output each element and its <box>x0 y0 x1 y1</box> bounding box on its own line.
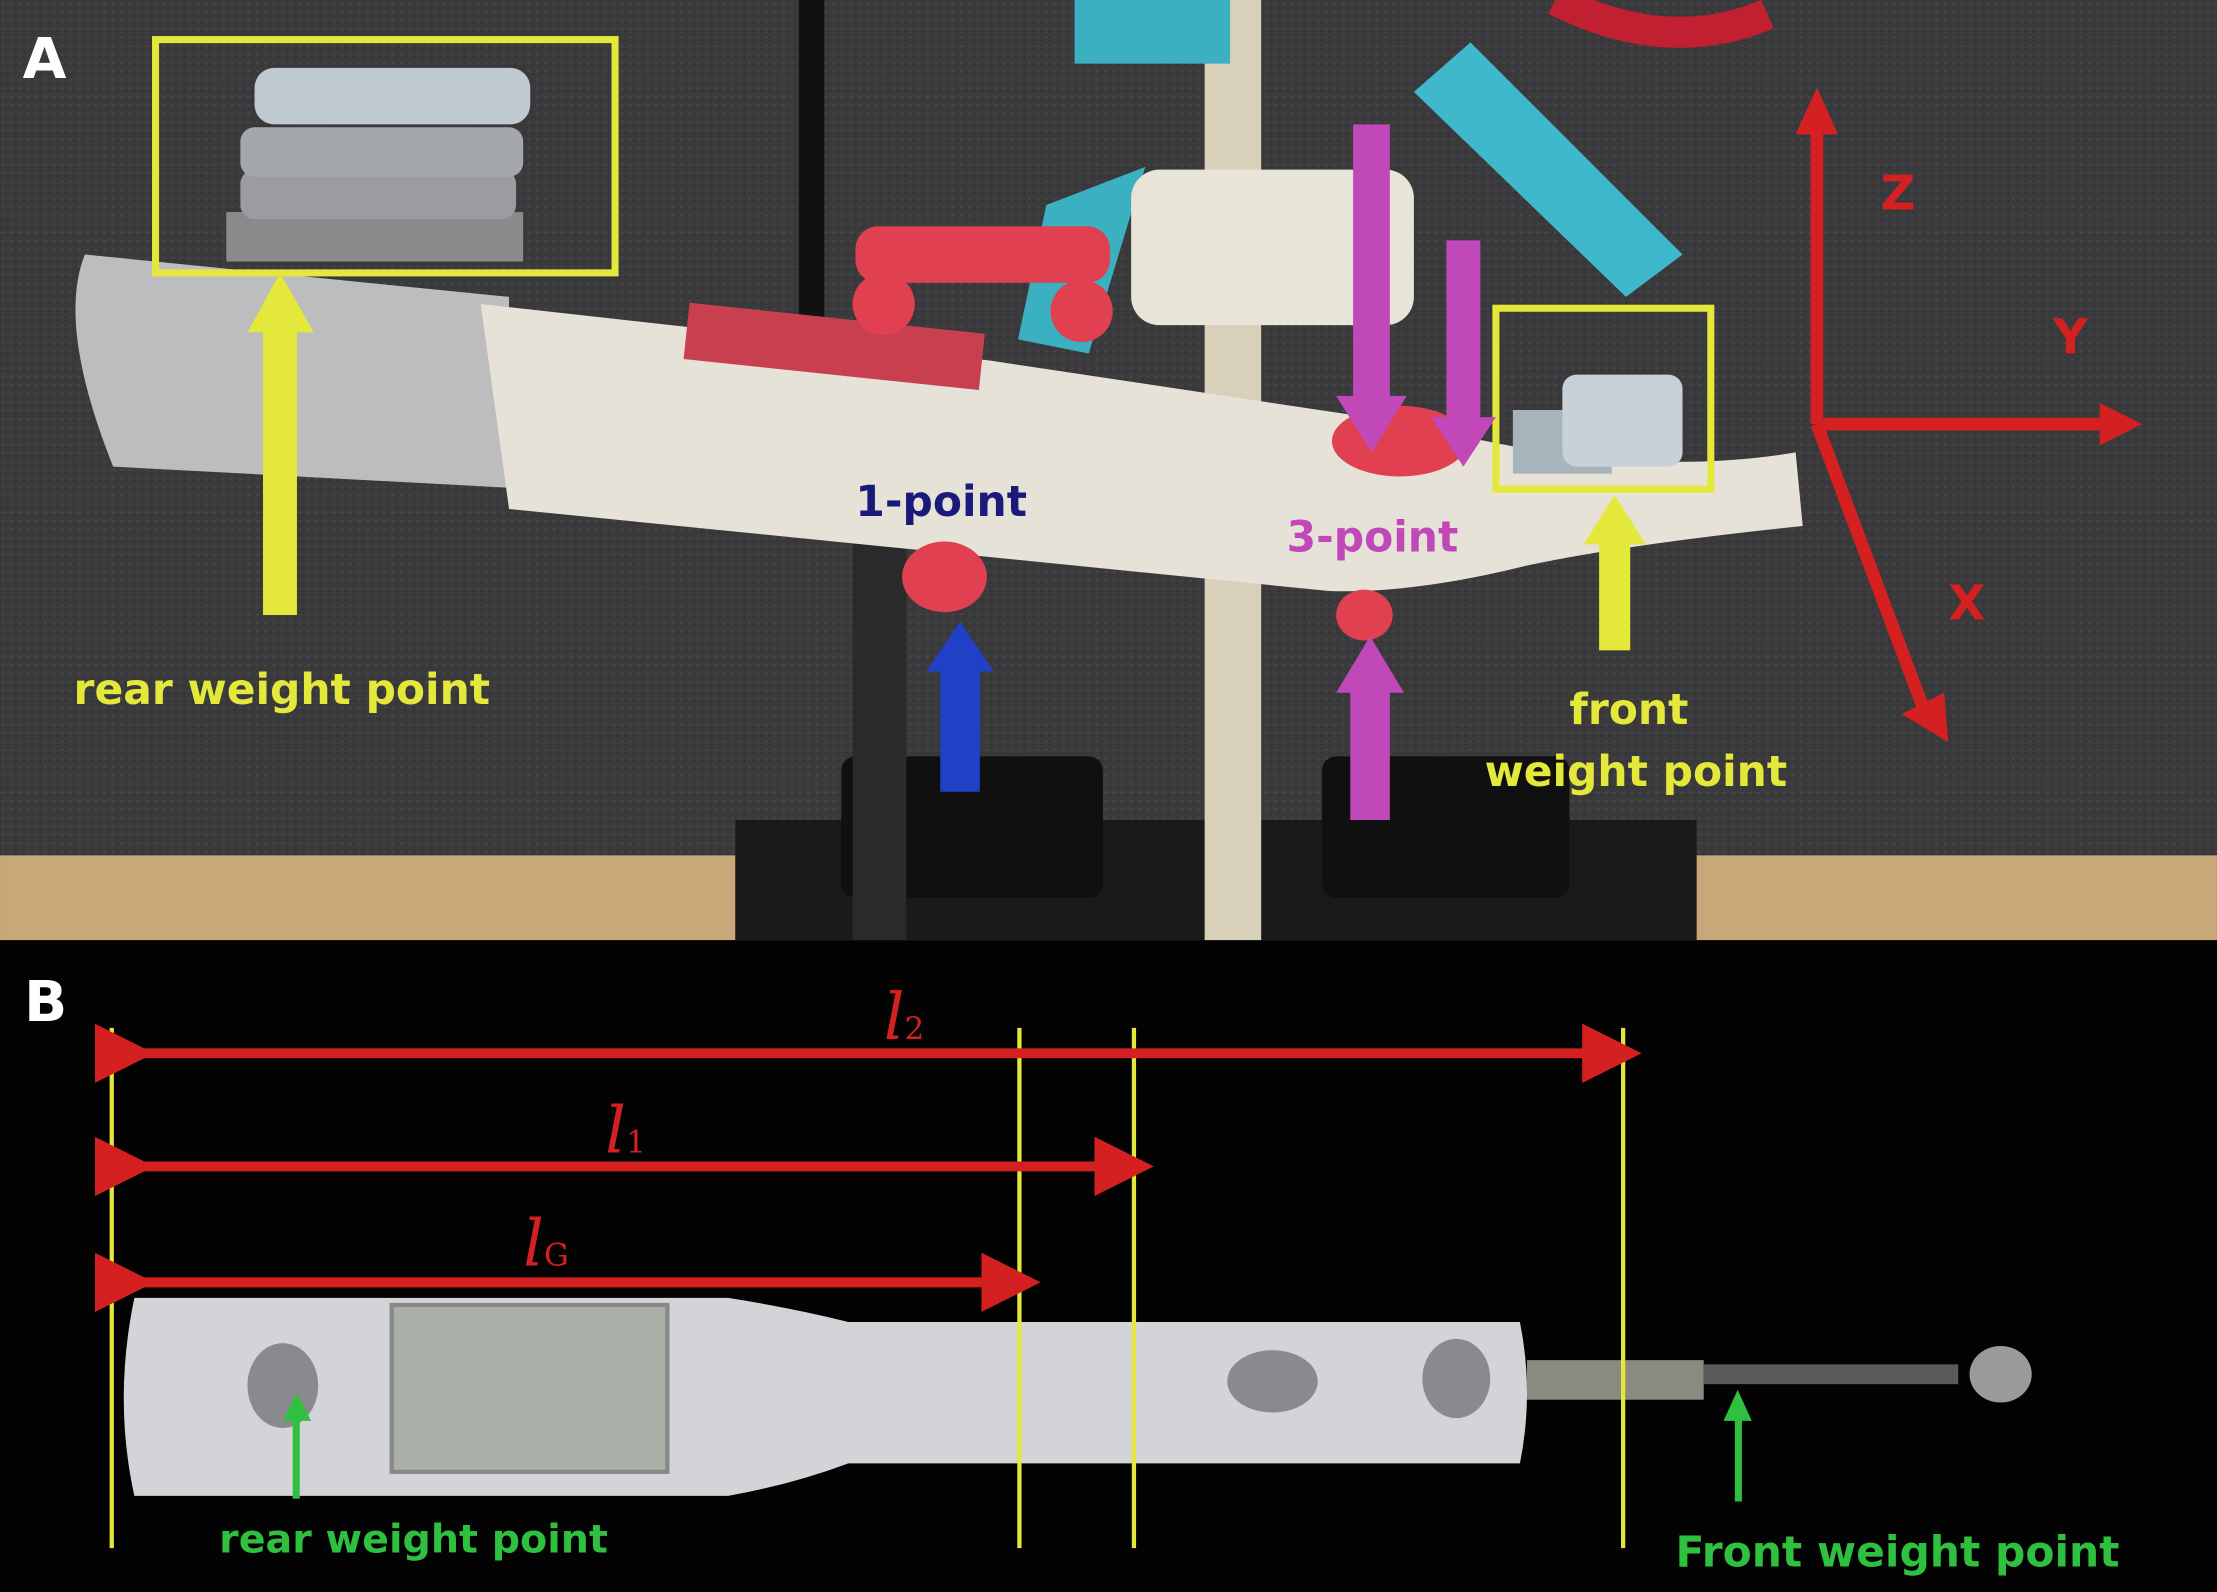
one-point-label: 1-point <box>855 478 1027 527</box>
lg-label: lG <box>523 1206 569 1281</box>
front-weight-plate <box>1562 374 1683 467</box>
axis-z-label: Z <box>1880 165 1915 221</box>
rear-weight-arrow <box>247 272 314 616</box>
holder-block <box>1131 169 1414 326</box>
mount-plate-left <box>841 756 1103 898</box>
arrow-buttons <box>1227 1350 1318 1413</box>
rear-weight-stack <box>226 67 531 262</box>
lcd-screen <box>389 1302 670 1474</box>
three-point-label: 3-point <box>1287 513 1459 562</box>
front-weight-box <box>1492 304 1715 493</box>
red-label <box>683 302 985 391</box>
axis-y-label: Y <box>2052 309 2089 365</box>
head-neck <box>1527 1360 1704 1400</box>
front-weight-point-label-line1: front <box>1569 686 1688 735</box>
file-shaft <box>1703 1364 1959 1385</box>
rear-weight-arrow-b <box>282 1392 312 1499</box>
rear-weight-point-label: rear weight point <box>74 666 491 715</box>
coordinate-axes <box>1795 87 2143 743</box>
clamp-top <box>1074 0 1231 64</box>
l2-label: l2 <box>884 980 925 1055</box>
file-tip <box>1969 1345 2032 1403</box>
panel-a-label: A <box>23 27 67 92</box>
panel-b: l2 l1 lG B rear weight point Front weigh… <box>0 940 2217 1592</box>
front-weight-arrow-b <box>1723 1389 1752 1502</box>
support-rod-lower <box>852 537 907 941</box>
rear-weight-box <box>152 36 619 277</box>
one-point-arrow <box>926 622 994 792</box>
three-point-arrows <box>1336 124 1496 821</box>
front-weight-point-label-b: Front weight point <box>1675 1529 2119 1578</box>
rear-weight-point-label-b: rear weight point <box>219 1516 608 1562</box>
l1-label: l1 <box>605 1093 646 1168</box>
front-weight-point-label-line2: weight point <box>1485 748 1788 797</box>
axis-x-label: X <box>1948 575 1985 631</box>
contact-clips <box>852 226 1468 641</box>
panel-a: A rear weight point front weight point 1… <box>0 0 2217 941</box>
panel-b-label: B <box>24 970 67 1035</box>
front-button <box>1422 1338 1491 1419</box>
clamp-blade-right <box>1413 42 1683 297</box>
handpiece-body <box>480 303 1803 592</box>
red-clip <box>1548 0 1774 48</box>
front-weight-arrow <box>1583 494 1646 651</box>
